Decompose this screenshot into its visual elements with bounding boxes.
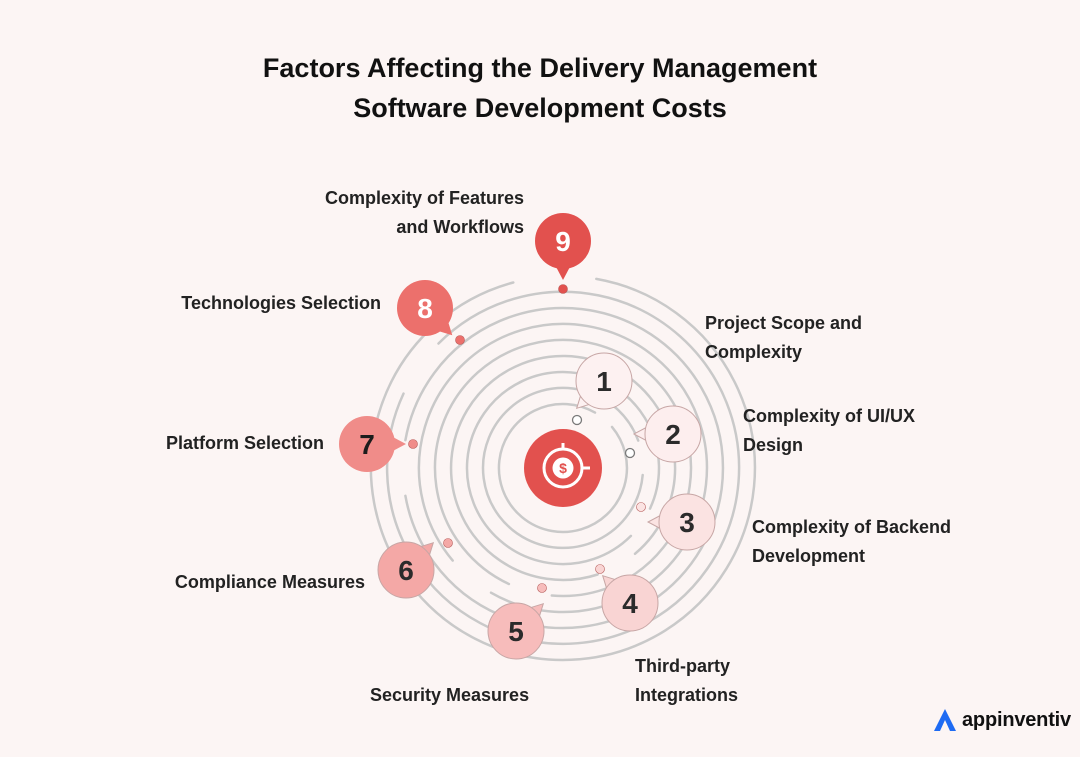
factor-marker-5: 5 (487, 583, 547, 660)
factor-label-4: Third-party Integrations (635, 656, 739, 705)
spiral-ring (369, 277, 757, 662)
factor-number: 7 (359, 429, 375, 460)
factor-label-6: Compliance Measures (174, 572, 365, 592)
factor-number: 2 (665, 419, 681, 450)
factor-label-3: Complexity of Backend Development (752, 517, 952, 566)
title-line-2: Software Development Costs (353, 93, 727, 123)
factor-marker-3: 3 (636, 493, 716, 551)
factor-label-8: Technologies Selection (181, 293, 381, 313)
factor-marker-2: 2 (624, 405, 702, 463)
factor-dot (636, 502, 646, 512)
spiral-ring (404, 306, 725, 630)
factor-label-2: Complexity of UI/UX Design (743, 406, 916, 455)
factor-label-9: Complexity of Features and Workflows (324, 188, 524, 237)
appinventiv-logo-icon (934, 709, 956, 731)
factor-number: 9 (555, 226, 571, 257)
factor-label-7: Platform Selection (165, 433, 324, 453)
brand-name: appinventiv (962, 708, 1071, 731)
factor-dot (595, 564, 605, 574)
factor-dot (455, 335, 465, 345)
factor-number: 4 (622, 588, 638, 619)
factor-dot (443, 538, 453, 548)
title-line-1: Factors Affecting the Delivery Managemen… (262, 53, 818, 83)
center-hub: $ (524, 429, 602, 507)
factor-number: 8 (417, 293, 433, 324)
page-title: Factors Affecting the Delivery Managemen… (0, 48, 1080, 128)
factor-marker-8: 8 (397, 280, 465, 345)
factor-marker-1: 1 (571, 352, 633, 426)
spiral-ring (497, 402, 629, 534)
dollar-target-icon: $ (542, 443, 590, 489)
factor-number: 3 (679, 507, 695, 538)
factor-marker-7: 7 (339, 416, 418, 472)
factor-label-5: Security Measures (370, 685, 530, 705)
factor-marker-6: 6 (377, 538, 453, 599)
factor-marker-4: 4 (595, 564, 659, 632)
factor-dot (537, 583, 547, 593)
factor-number: 6 (398, 555, 414, 586)
factor-label-1: Project Scope and Complexity (705, 313, 863, 362)
factor-markers: 1 2 3 4 5 6 7 8 9 (339, 213, 716, 660)
brand-logo: appinventiv (932, 704, 1071, 736)
factor-dot (558, 284, 568, 294)
factor-number: 5 (508, 616, 524, 647)
factor-dot (624, 447, 636, 459)
factor-dot (571, 414, 583, 426)
spiral-ring (433, 338, 693, 598)
factor-marker-9: 9 (535, 213, 591, 294)
factor-number: 1 (596, 366, 612, 397)
svg-text:$: $ (559, 460, 567, 476)
factor-dot (408, 439, 418, 449)
